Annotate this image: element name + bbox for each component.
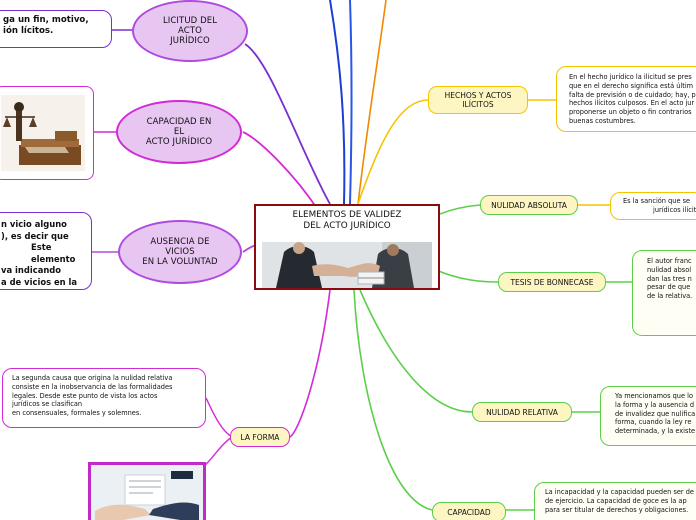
link-tesis	[436, 270, 498, 282]
node-capacidad-line: ACTO JURÍDICO	[146, 137, 212, 147]
nulidad-relativa-note-line: determinada, y la existe	[615, 427, 696, 436]
node-ausencia[interactable]: AUSENCIA DE VICIOS EN LA VOLUNTAD	[118, 220, 242, 284]
link-top-blue-1	[330, 0, 344, 204]
node-forma[interactable]: LA FORMA	[230, 427, 290, 447]
node-nulidad-absoluta-label: NULIDAD ABSOLUTA	[491, 201, 567, 210]
link-nulidad-absoluta	[440, 205, 480, 214]
ausencia-note: n vicio alguno ), es decir que Este elem…	[0, 212, 92, 290]
link-top-blue-2	[350, 0, 352, 204]
forma-note-line: jurídicos se clasifican	[12, 400, 196, 409]
nulidad-absoluta-note-line: jurídicos ilícitos	[623, 206, 696, 215]
node-nulidad-relativa[interactable]: NULIDAD RELATIVA	[472, 402, 572, 422]
justice-statue-image	[0, 86, 94, 180]
node-ausencia-line: EN LA VOLUNTAD	[142, 257, 217, 267]
node-capacidad-r-label: CAPACIDAD	[447, 508, 490, 517]
link-licitud	[245, 44, 330, 204]
node-hechos-line: HECHOS Y ACTOS	[445, 91, 512, 100]
node-forma-label: LA FORMA	[241, 433, 280, 442]
hechos-note-line: hechos ilícitos culposos. En el acto jur	[569, 99, 696, 108]
capacidad-r-note-line: para ser titular de derechos y obligacio…	[545, 506, 696, 515]
link-forma	[290, 290, 330, 437]
link-hechos	[358, 100, 428, 204]
tesis-note-line: de la relativa.	[647, 292, 696, 301]
forma-note: La segunda causa que origina la nulidad …	[2, 368, 206, 428]
ausencia-note-line: va indicando	[1, 265, 87, 277]
node-licitud-line: ACTO	[163, 26, 217, 36]
tesis-note: El autor franc nulidad absol dan las tre…	[632, 250, 696, 336]
link-capacidad	[243, 132, 318, 210]
node-nulidad-absoluta[interactable]: NULIDAD ABSOLUTA	[480, 195, 578, 215]
node-capacidad[interactable]: CAPACIDAD EN EL ACTO JURÍDICO	[116, 100, 242, 164]
link-top-orange	[358, 0, 386, 204]
capacidad-r-note-line: La incapacidad y la capacidad pueden ser…	[545, 488, 696, 497]
hechos-note-line: falta de previsión o de cuidado; hay, p	[569, 91, 696, 100]
nulidad-absoluta-note-line: Es la sanción que se	[623, 197, 696, 206]
central-title: ELEMENTOS DE VALIDEZ DEL ACTO JURÍDICO	[256, 210, 438, 232]
nulidad-relativa-note-line: la forma y la ausencia d	[615, 401, 696, 410]
link-forma-photo	[202, 437, 232, 468]
forma-note-line: legales. Desde este punto de vista los a…	[12, 392, 196, 401]
hechos-note-line: En el hecho jurídico la ilicitud se pres	[569, 73, 696, 82]
central-topic[interactable]: ELEMENTOS DE VALIDEZ DEL ACTO JURÍDICO	[254, 204, 440, 290]
node-ausencia-line: AUSENCIA DE	[142, 237, 217, 247]
node-tesis-label: TESIS DE BONNECASE	[510, 278, 593, 287]
licitud-note-line: ga un fin, motivo,	[3, 15, 105, 26]
node-tesis[interactable]: TESIS DE BONNECASE	[498, 272, 606, 292]
ausencia-note-line: a de vicios en la	[1, 277, 87, 289]
tesis-note-line: nulidad absol	[647, 266, 696, 275]
licitud-note: ga un fin, motivo, ión lícitos.	[0, 10, 112, 48]
nulidad-absoluta-note: Es la sanción que se jurídicos ilícitos	[610, 192, 696, 220]
node-hechos-line: ILÍCITOS	[445, 100, 512, 109]
ausencia-note-line: n vicio alguno	[1, 219, 87, 231]
ausencia-note-line: ), es decir que	[1, 231, 87, 243]
link-forma-note	[206, 398, 232, 437]
hechos-note-line: que en el derecho significa está últim	[569, 82, 696, 91]
contract-signing-icon	[91, 465, 203, 520]
node-capacidad-r[interactable]: CAPACIDAD	[432, 502, 506, 520]
licitud-note-line: ión lícitos.	[3, 26, 105, 37]
tesis-note-line: dan las tres n	[647, 275, 696, 284]
central-title-line: DEL ACTO JURÍDICO	[256, 221, 438, 232]
ausencia-note-line: Este elemento	[1, 242, 87, 265]
business-handshake-image	[262, 242, 432, 288]
node-licitud[interactable]: LICITUD DEL ACTO JURÍDICO	[132, 0, 248, 62]
hechos-note-line: buenas costumbres.	[569, 117, 696, 126]
tesis-note-line: El autor franc	[647, 257, 696, 266]
link-nulidad-relativa	[360, 290, 472, 412]
link-capacidad-r	[354, 290, 432, 510]
central-title-line: ELEMENTOS DE VALIDEZ	[256, 210, 438, 221]
node-ausencia-line: VICIOS	[142, 247, 217, 257]
hechos-note-line: proponerse un objeto o fin contrarios	[569, 108, 696, 117]
handshake-icon	[262, 242, 432, 288]
capacidad-r-note-line: de ejercicio. La capacidad de goce es la…	[545, 497, 696, 506]
capacidad-r-note: La incapacidad y la capacidad pueden ser…	[534, 482, 696, 520]
nulidad-relativa-note-line: de invalidez que nulifica	[615, 410, 696, 419]
forma-note-line: consiste en la inobservancia de las form…	[12, 383, 196, 392]
nulidad-relativa-note-line: forma, cuando la ley re	[615, 418, 696, 427]
node-capacidad-line: EL	[146, 127, 212, 137]
node-licitud-line: JURÍDICO	[163, 36, 217, 46]
nulidad-relativa-note-line: Ya mencionamos que lo	[615, 392, 696, 401]
node-hechos[interactable]: HECHOS Y ACTOS ILÍCITOS	[428, 86, 528, 114]
forma-note-line: La segunda causa que origina la nulidad …	[12, 374, 196, 383]
hechos-note: En el hecho jurídico la ilicitud se pres…	[556, 66, 696, 132]
node-nulidad-relativa-label: NULIDAD RELATIVA	[486, 408, 558, 417]
justice-statue-icon	[0, 87, 93, 179]
forma-note-line: en consensuales, formales y solemnes.	[12, 409, 196, 418]
nulidad-relativa-note: Ya mencionamos que lo la forma y la ause…	[600, 386, 696, 446]
node-capacidad-line: CAPACIDAD EN	[146, 117, 212, 127]
node-licitud-line: LICITUD DEL	[163, 16, 217, 26]
tesis-note-line: pesar de que	[647, 283, 696, 292]
contract-signing-image	[88, 462, 206, 520]
